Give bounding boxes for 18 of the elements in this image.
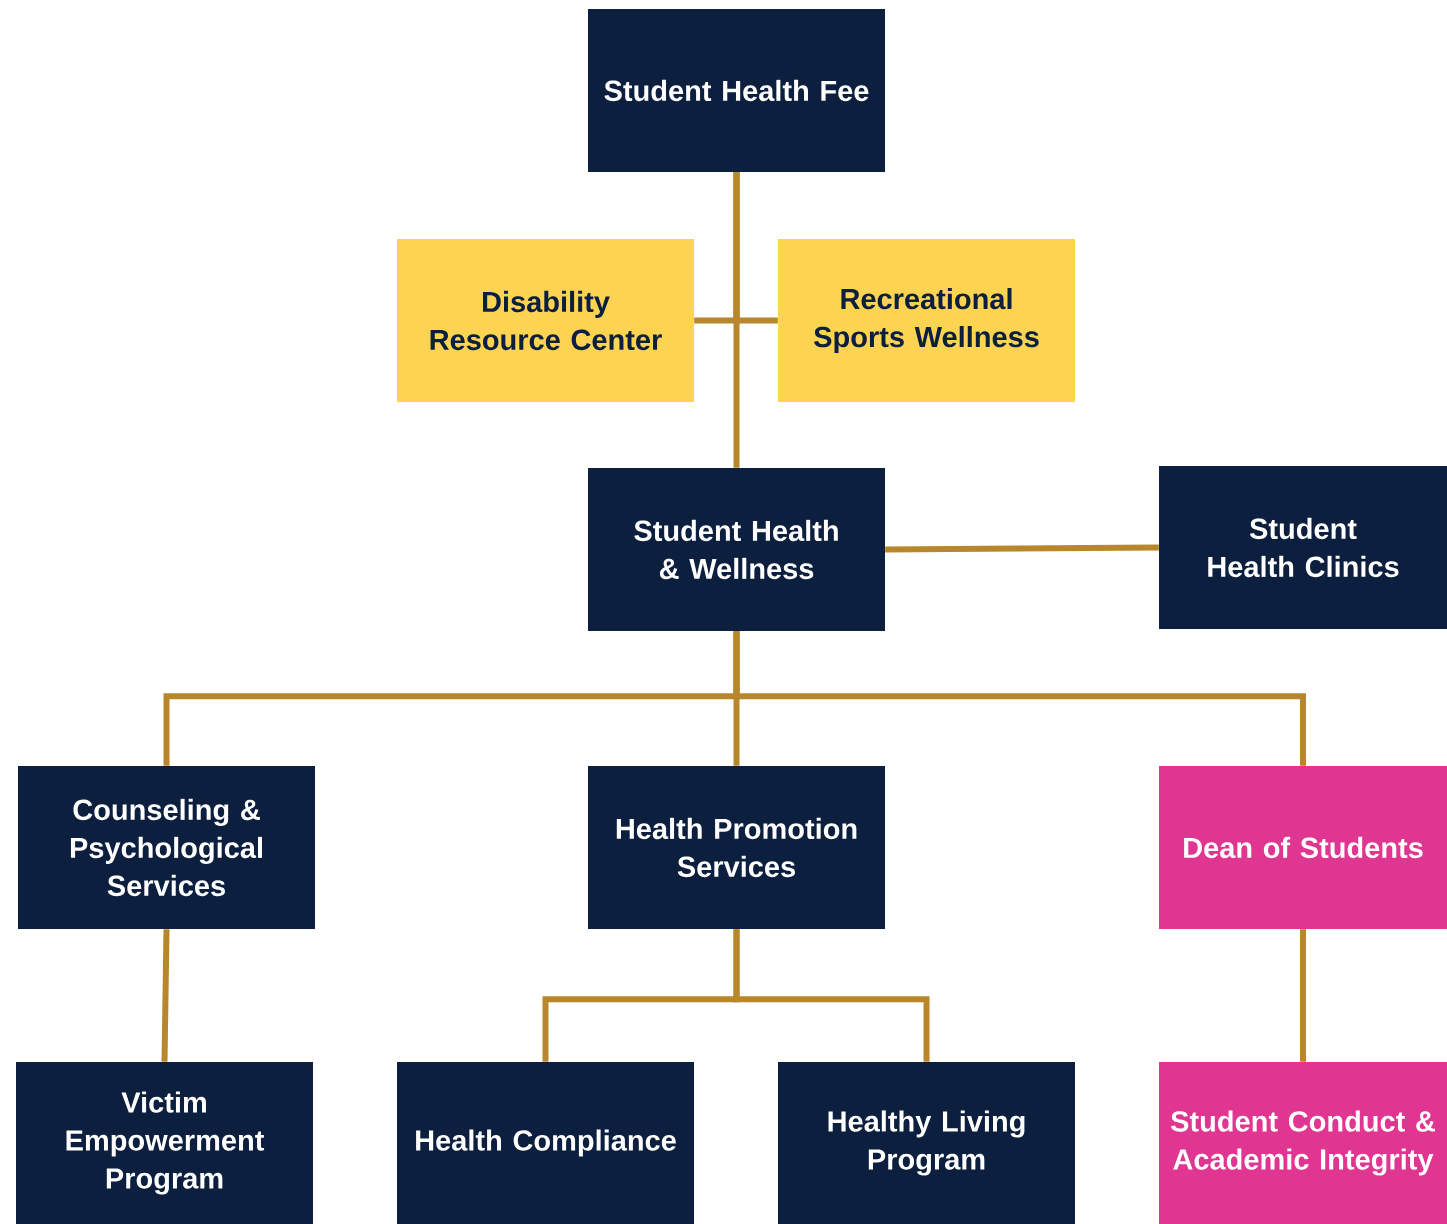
org-box: Student Health & Wellness (588, 468, 885, 631)
org-box: Victim Empowerment Program (16, 1062, 313, 1224)
connector-line (733, 929, 930, 1062)
org-box: Disability Resource Center (397, 239, 694, 402)
org-box: Counseling & Psychological Services (18, 766, 315, 929)
org-box: Dean of Students (1159, 766, 1447, 929)
org-box: Recreational Sports Wellness (778, 239, 1075, 402)
connector-line (161, 929, 170, 1062)
org-box: Student Conduct & Academic Integrity (1159, 1062, 1447, 1224)
org-box: Health Promotion Services (588, 766, 885, 929)
org-box: Health Compliance (397, 1062, 694, 1224)
org-box: Healthy Living Program (778, 1062, 1075, 1224)
org-box: Student Health Clinics (1159, 466, 1447, 629)
connector-line (1300, 929, 1306, 1062)
connector-line (733, 172, 740, 468)
connector-line (733, 631, 1306, 766)
org-box: Student Health Fee (588, 9, 885, 172)
connector-line (885, 544, 1159, 553)
